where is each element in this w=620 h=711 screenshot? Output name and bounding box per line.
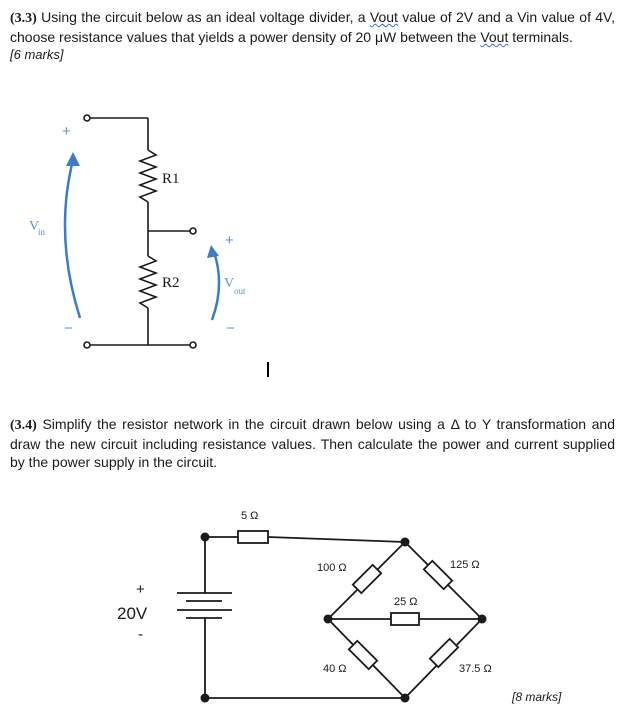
marks-label: [8 marks] [512, 690, 562, 704]
vout-minus-sign: − [226, 320, 235, 337]
label-125-ohm: 125 Ω [450, 559, 480, 571]
marks-label: [6 marks] [10, 47, 64, 62]
question-text-a: Using the circuit below as an ideal volt… [41, 9, 370, 25]
resistor-r1 [137, 149, 159, 203]
source-plus-sign: + [136, 581, 145, 598]
node [200, 693, 210, 703]
question-3-4: (3.4) Simplify the resistor network in t… [10, 415, 615, 471]
resistor-125-ohm [422, 559, 454, 591]
resistor-37-5-ohm [428, 637, 460, 669]
bridge-circuit-diagram: 5 Ω 100 Ω 125 Ω 25 Ω 40 Ω 37.5 Ω + 20V - [117, 510, 492, 703]
r1-label: R1 [162, 171, 180, 187]
node [400, 537, 410, 547]
text-cursor [267, 362, 269, 377]
vin-subscript: in [38, 227, 46, 237]
label-40-ohm: 40 Ω [323, 663, 347, 675]
label-37-5-ohm: 37.5 Ω [459, 663, 492, 675]
r2-label: R2 [162, 275, 180, 291]
vin-minus-sign: − [64, 320, 73, 337]
node [323, 614, 333, 624]
vout-label: V [224, 276, 234, 291]
label-100-ohm: 100 Ω [317, 562, 347, 574]
question-text-b: value of 2V and a Vin value of 4V, choos… [10, 9, 616, 45]
source-minus-sign: - [138, 626, 143, 643]
question-number: (3.4) [10, 418, 37, 433]
resistor-r2 [137, 255, 159, 309]
node [400, 693, 410, 703]
resistor-25-ohm [390, 612, 420, 626]
voltage-divider-diagram: + − + − R1 R2 V in V out [29, 114, 246, 349]
vout-subscript: out [234, 286, 246, 296]
vout-arrow [210, 251, 221, 321]
spellcheck-word[interactable]: Vout [369, 9, 398, 25]
question-number: (3.3) [10, 11, 37, 26]
vout-plus-sign: + [225, 232, 234, 249]
resistor-40-ohm [347, 639, 379, 671]
label-25-ohm: 25 Ω [394, 596, 418, 608]
question-text-c: terminals. [508, 29, 573, 45]
vin-label: V [29, 219, 39, 234]
question-text: Simplify the resistor network in the cir… [10, 416, 615, 470]
resistor-5-ohm [237, 530, 269, 544]
vin-plus-sign: + [62, 123, 71, 140]
node [200, 532, 210, 542]
resistor-100-ohm [351, 563, 383, 595]
question-3-3: (3.3) Using the circuit below as an idea… [10, 8, 615, 64]
label-5-ohm: 5 Ω [241, 510, 258, 522]
node [477, 614, 487, 624]
vin-arrow [63, 159, 82, 319]
spellcheck-word[interactable]: Vout [480, 29, 509, 45]
source-voltage-label: 20V [117, 604, 148, 623]
